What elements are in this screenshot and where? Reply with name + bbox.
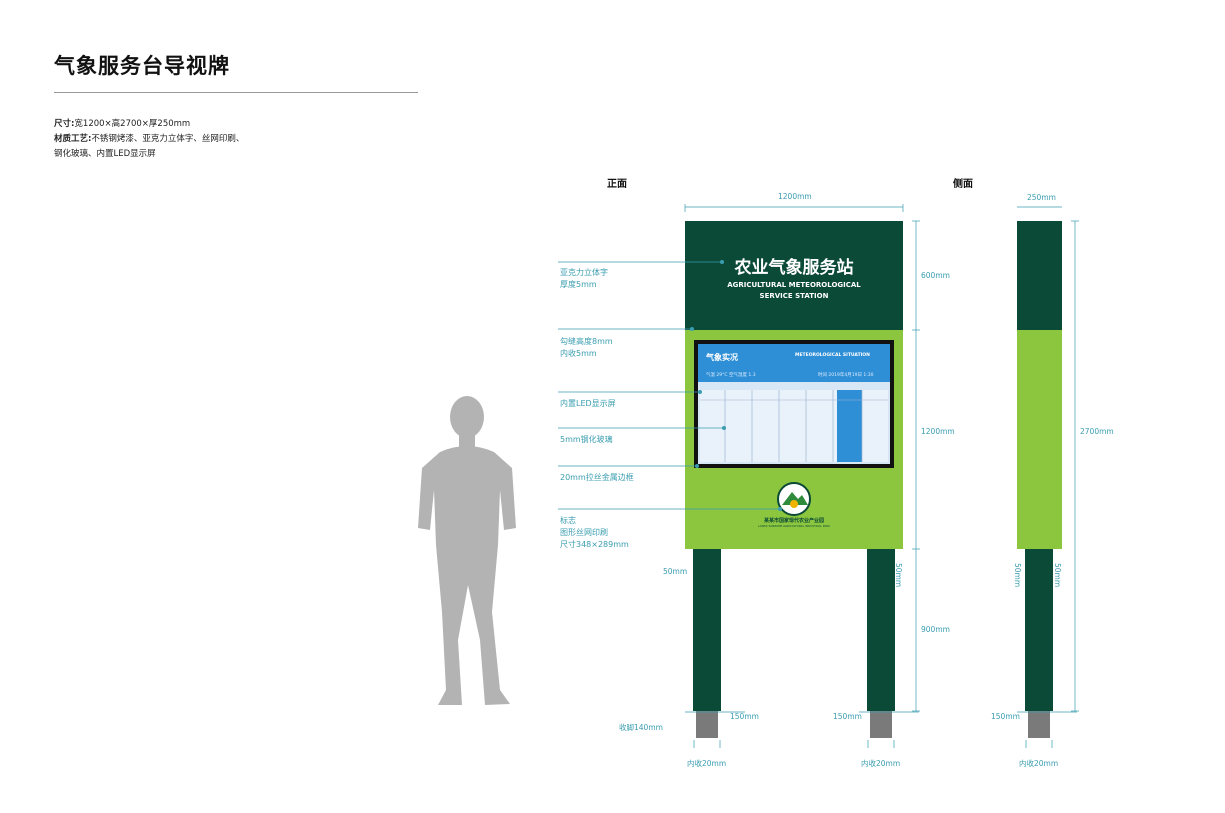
dim-side-width: 250mm: [1027, 193, 1056, 202]
annotation-led: 内置LED显示屏: [560, 399, 616, 408]
screen-title-en: METEOROLOGICAL SITUATION: [795, 353, 870, 358]
dimension-lines: [558, 204, 1079, 748]
sign-title-cn: 农业气象服务站: [734, 258, 854, 278]
annotation-frame: 20mm拉丝金属边框: [560, 473, 634, 482]
right-leg: [867, 549, 895, 711]
spec-size-label: 尺寸:: [54, 119, 75, 129]
dim-mid-height: 1200mm: [921, 427, 955, 436]
annotation-seam: 勾缝高度8mm 内收5mm: [560, 337, 613, 358]
screen-subline-right: 时间 2019年4月19日 1:30: [818, 373, 874, 378]
annotation-glass: 5mm钢化玻璃: [560, 435, 613, 444]
spec-material-line1: 不锈钢烤漆、亚克力立体字、丝网印刷、: [91, 134, 245, 144]
dim-inset-2: 内收20mm: [861, 759, 901, 768]
annotation-acrylic: 亚克力立体字 厚度5mm: [560, 268, 608, 289]
annotation-logo: 标志 图形丝网印刷 尺寸348×289mm: [560, 516, 629, 549]
screen-subline: 气温 29°C 空气湿度 1.3: [706, 373, 756, 378]
screen-header: [698, 344, 890, 382]
sign-title-en-1: AGRICULTURAL METEOROLOGICAL: [727, 281, 861, 289]
sign-title-en-2: SERVICE STATION: [759, 292, 829, 300]
page-title: 气象服务台导视牌: [54, 54, 230, 78]
dim-inset-3: 内收20mm: [1019, 759, 1059, 768]
spec-size: 尺寸:宽1200×高2700×厚250mm: [54, 117, 190, 129]
dim-foot-height: 收脚140mm: [619, 723, 663, 732]
dim-side-gap-left: 50mm: [1013, 563, 1022, 588]
top-panel: [685, 221, 903, 330]
spec-size-value: 宽1200×高2700×厚250mm: [74, 119, 191, 129]
human-silhouette: [418, 396, 516, 705]
dim-total-height: 2700mm: [1080, 427, 1114, 436]
sign-title-en: AGRICULTURAL METEOROLOGICAL SERVICE STAT…: [685, 280, 903, 302]
dim-front-width: 1200mm: [778, 192, 812, 201]
title-divider: [54, 92, 418, 93]
dim-inset-1: 内收20mm: [687, 759, 727, 768]
logo-caption-en: LANDS SUBZONE AGRICULTURAL INDUSTRIAL PA…: [758, 524, 830, 528]
front-view-label: 正面: [607, 179, 627, 190]
dim-top-height: 600mm: [921, 271, 950, 280]
dim-leg-gap-left: 50mm: [663, 567, 688, 576]
side-sign: [1017, 221, 1062, 738]
spec-material: 材质工艺:不锈钢烤漆、亚克力立体字、丝网印刷、: [54, 132, 244, 144]
side-view-label: 侧面: [953, 179, 973, 190]
dim-leg-width-1: 150mm: [730, 712, 759, 721]
right-foot: [870, 711, 892, 738]
dim-leg-width-2: 150mm: [833, 712, 862, 721]
spec-material-line2: 钢化玻璃、内置LED显示屏: [54, 149, 156, 159]
dim-leg-gap-right: 50mm: [894, 563, 903, 588]
dim-side-gap-right: 50mm: [1053, 563, 1062, 588]
dim-leg-height: 900mm: [921, 625, 950, 634]
dim-leg-width-3: 150mm: [991, 712, 1020, 721]
forecast-highlight: [837, 390, 862, 462]
front-sign: [685, 221, 903, 738]
left-foot: [696, 711, 718, 738]
logo-caption: 某某市国家现代农业产业园: [763, 518, 824, 524]
spec-material-label: 材质工艺:: [54, 134, 92, 144]
left-leg: [693, 549, 721, 711]
screen-title: 气象实况: [706, 353, 738, 362]
